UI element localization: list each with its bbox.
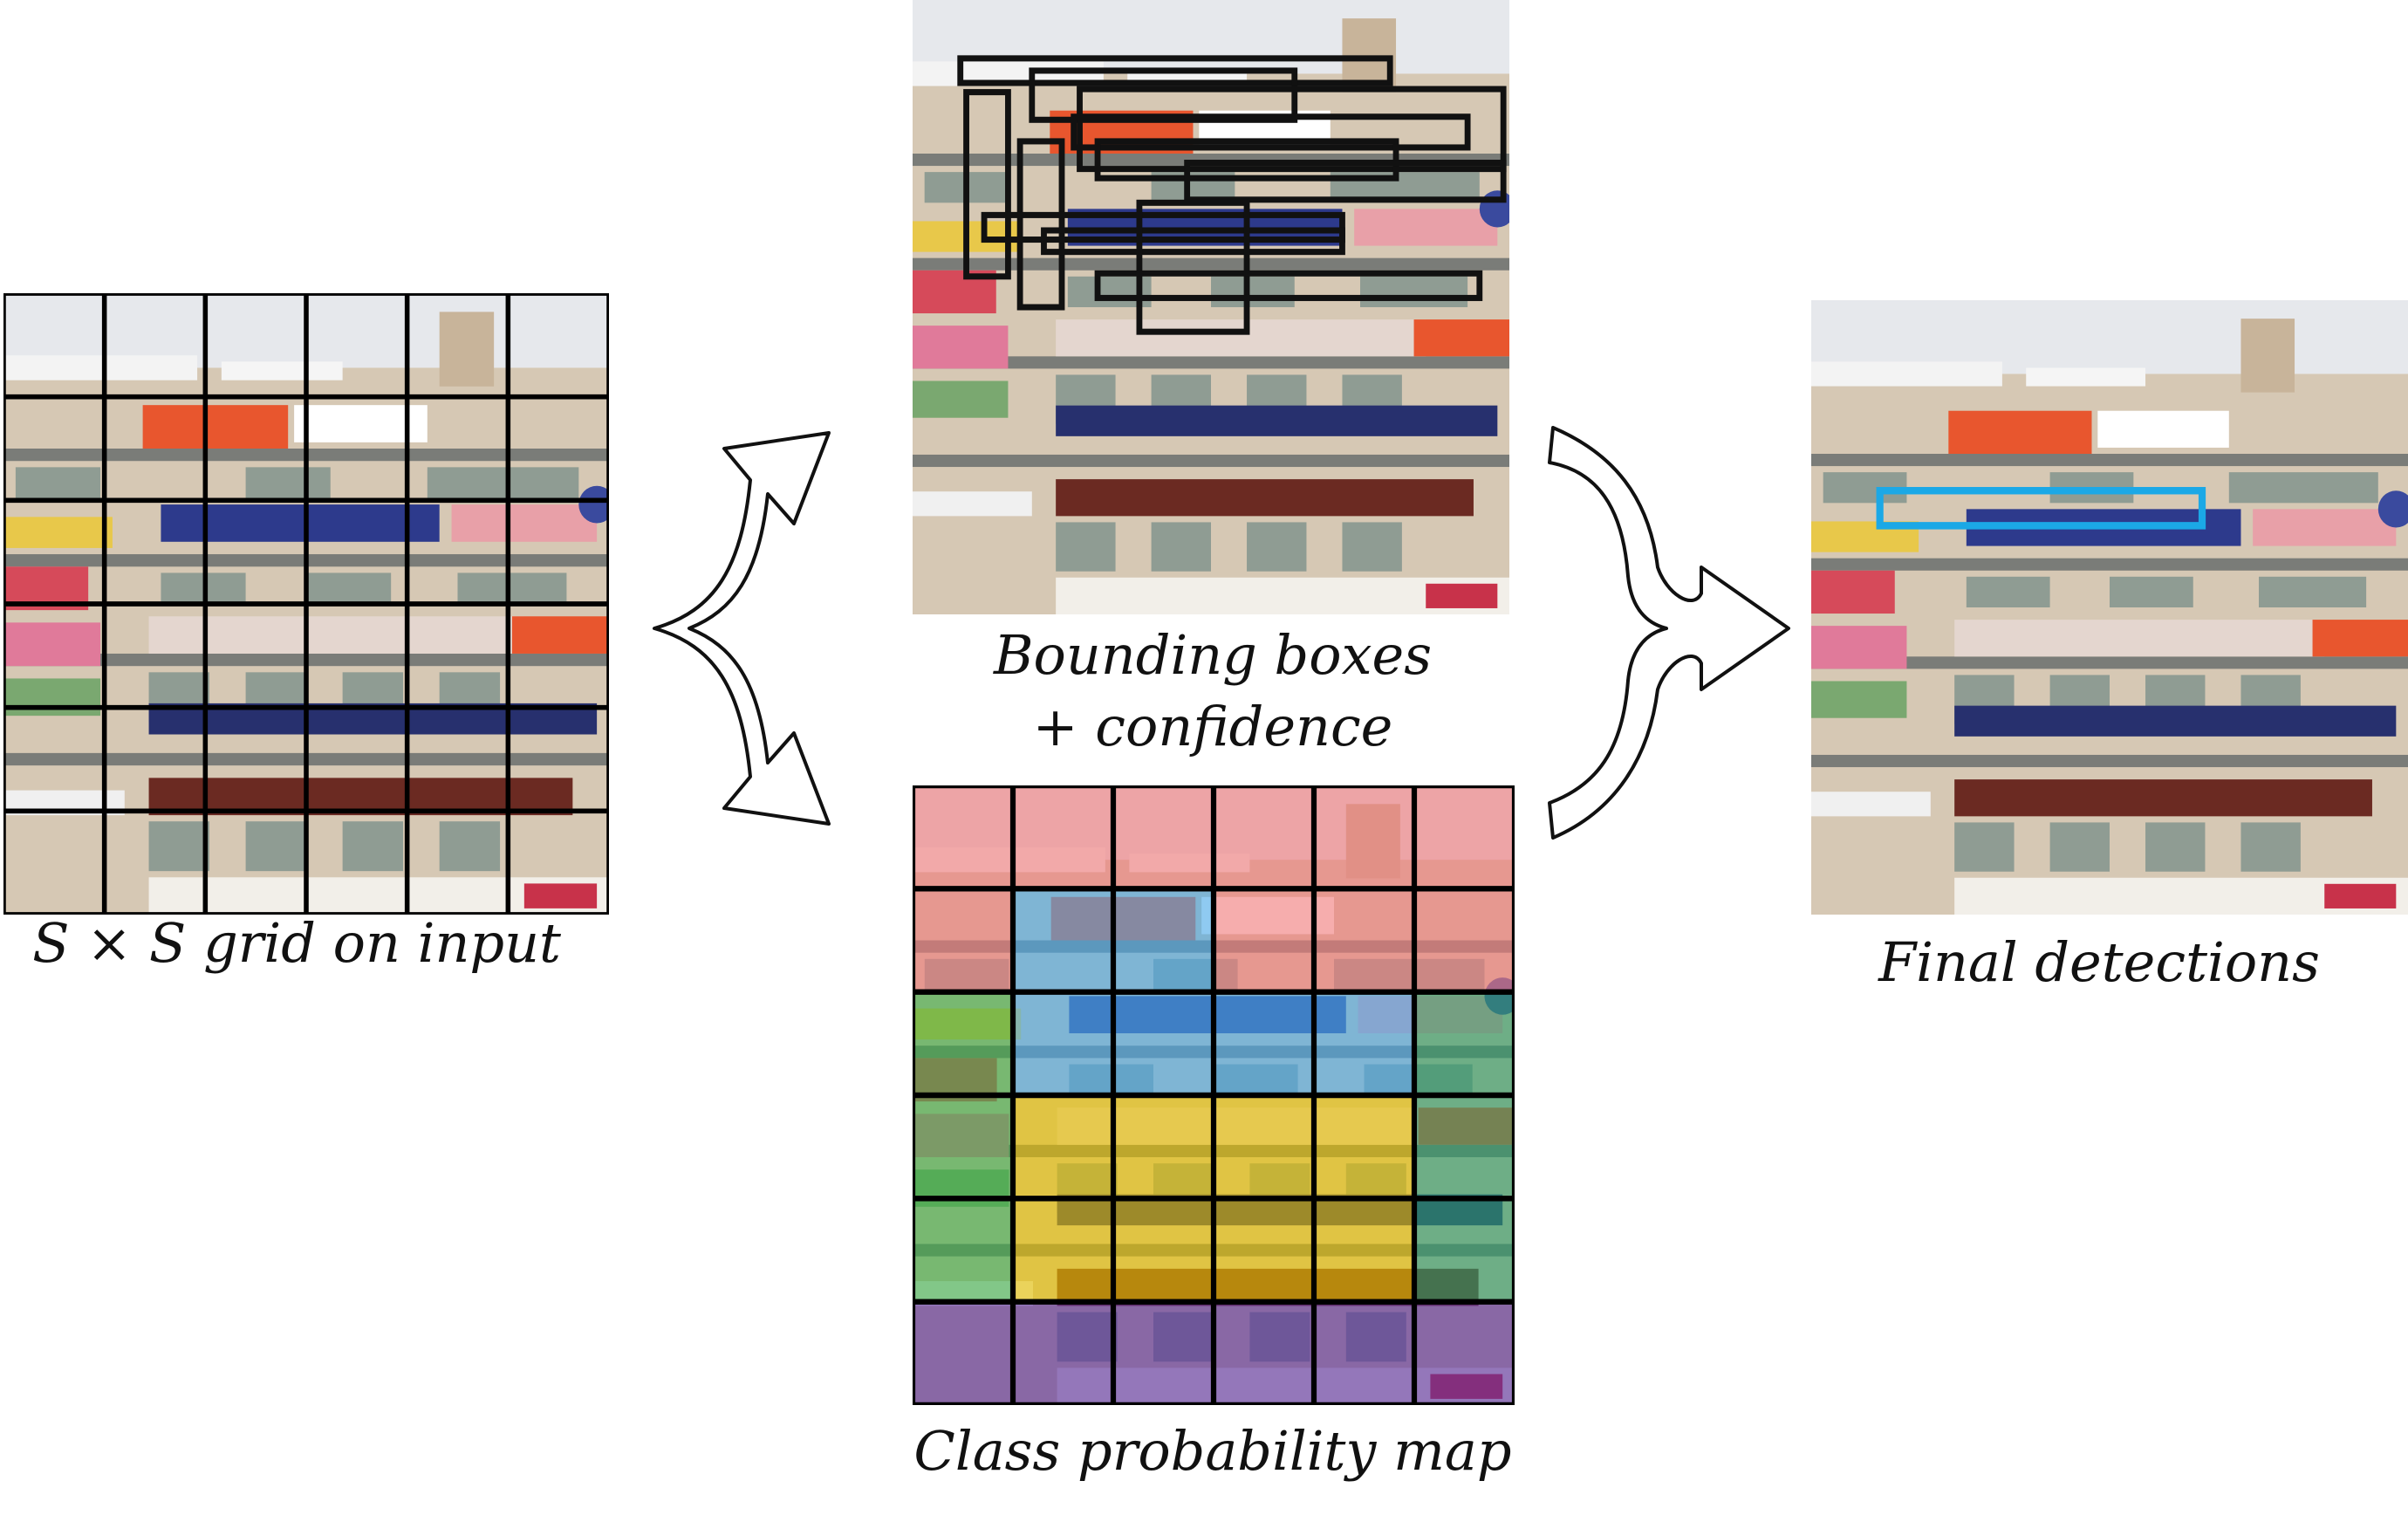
class-cell (1013, 1198, 1113, 1302)
class-cell (1414, 1198, 1515, 1302)
candidate-box (957, 55, 1393, 86)
class-cell (1214, 785, 1314, 889)
class-cell (1414, 1095, 1515, 1199)
class-cell (913, 1198, 1013, 1302)
bbox-caption-line2: + confidence (1032, 695, 1393, 758)
class-cell (1214, 1095, 1314, 1199)
class-cell (1214, 1301, 1314, 1405)
class-cell (1414, 785, 1515, 889)
candidate-box (1136, 199, 1250, 335)
class-probability-panel (913, 785, 1515, 1405)
class-cell (1414, 1301, 1515, 1405)
class-cell (1013, 1095, 1113, 1199)
final-caption: Final detections (1878, 930, 2320, 994)
class-cell (1414, 991, 1515, 1095)
class-cell (1013, 785, 1113, 889)
class-cell (1113, 888, 1214, 992)
split-arrow-icon (653, 431, 831, 826)
final-detection-box (1876, 487, 2206, 530)
class-cell (1013, 888, 1113, 992)
bbox-caption-line1: Bounding boxes (993, 623, 1433, 687)
grid-caption: S × S grid on input (32, 911, 561, 975)
merge-arrow-icon (1548, 426, 1790, 840)
input-grid-panel (3, 293, 609, 915)
class-cell (1113, 1301, 1214, 1405)
class-cell (1214, 991, 1314, 1095)
class-cell (1113, 991, 1214, 1095)
candidate-box (963, 89, 1011, 280)
class-cell (1314, 1301, 1414, 1405)
class-cell (1113, 1095, 1214, 1199)
class-cell (1113, 1198, 1214, 1302)
candidate-box (1077, 86, 1507, 173)
class-cell (913, 1301, 1013, 1405)
class-cell (913, 785, 1013, 889)
class-cell (1314, 888, 1414, 992)
class-cell (1414, 888, 1515, 992)
class-cell (1013, 1301, 1113, 1405)
final-detections-panel (1811, 300, 2408, 915)
candidate-box (1016, 138, 1065, 311)
class-cell (1314, 991, 1414, 1095)
bounding-boxes-panel (913, 0, 1509, 614)
class-cell (913, 888, 1013, 992)
candidate-box (1041, 227, 1345, 256)
candidate-box (1094, 270, 1483, 301)
class-cell (1113, 785, 1214, 889)
class-cell (1314, 785, 1414, 889)
class-cell (1314, 1198, 1414, 1302)
class-cell (913, 991, 1013, 1095)
class-cell (1214, 1198, 1314, 1302)
class-cell (1314, 1095, 1414, 1199)
candidate-box (1184, 160, 1507, 203)
classmap-caption: Class probability map (913, 1419, 1512, 1483)
candidate-box (1071, 113, 1471, 151)
class-cell (1214, 888, 1314, 992)
class-cell (1013, 991, 1113, 1095)
class-cell (913, 1095, 1013, 1199)
